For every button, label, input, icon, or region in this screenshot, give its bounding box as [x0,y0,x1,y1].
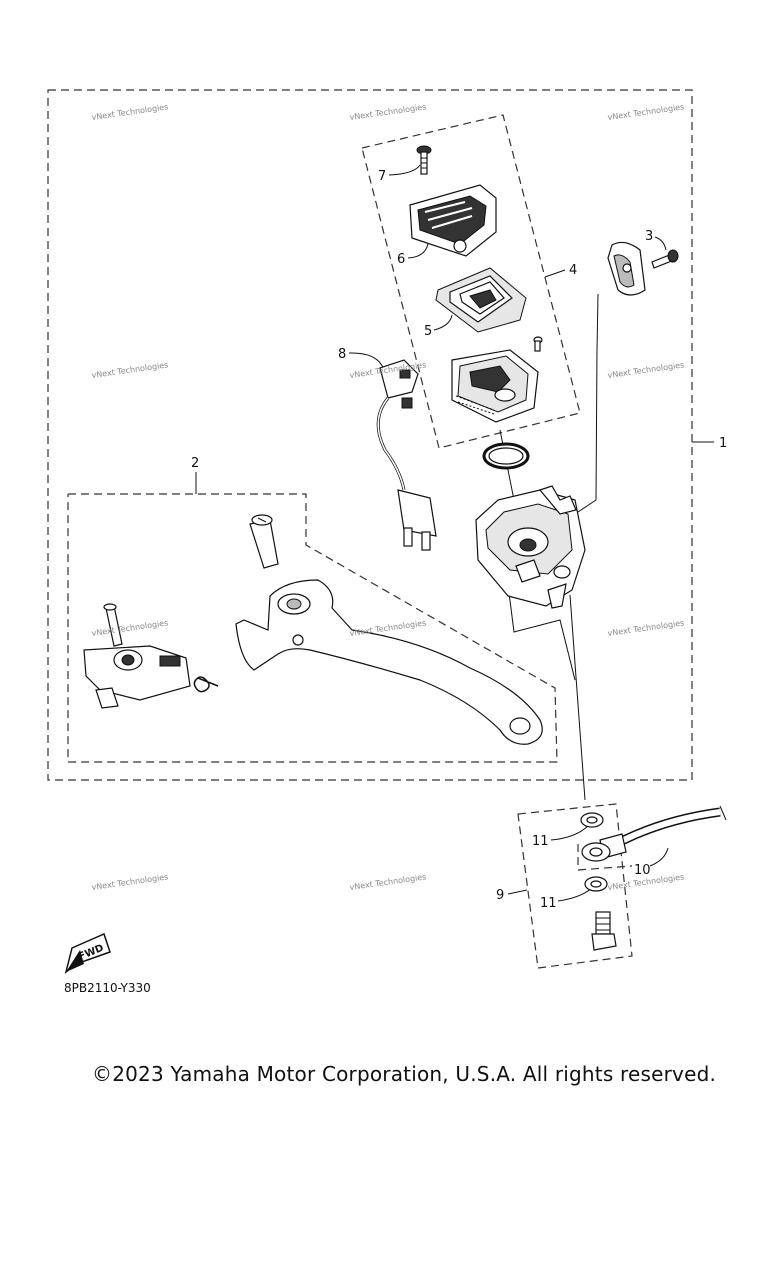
callout-4: 4 [569,263,577,278]
callout-11-lower: 11 [540,896,557,911]
union-bolt-icon [591,911,617,951]
assembly-1-boundary [47,89,693,781]
watermark-text: vNext Technologies [91,872,169,892]
copyright-notice: ©2023 Yamaha Motor Corporation, U.S.A. A… [92,1062,717,1086]
spring-icon [193,676,219,693]
callout-9: 9 [496,888,504,903]
brake-lever-icon [235,579,543,745]
reservoir-body-icon [451,349,539,423]
callout-3: 3 [645,229,653,244]
fwd-arrow-icon: FWD [64,932,111,974]
diaphragm-5-icon [435,267,527,333]
callout-10: 10 [634,863,651,878]
watermark-text: vNext Technologies [91,618,169,638]
callout-7: 7 [378,169,386,184]
callout-1: 1 [719,436,727,451]
callout-5: 5 [424,324,432,339]
leader-4 [544,269,566,278]
leader-11b [557,887,593,902]
lever-adjuster-icon [83,603,191,709]
watermark-text: vNext Technologies [91,102,169,122]
connector-body-to-bolt [569,594,586,801]
assembly-9-boundary [517,803,633,969]
brake-switch-8-icon [376,359,437,551]
reservoir-screw-icon [533,336,543,352]
screw-7-icon [416,145,432,175]
hose-box-edge [577,844,633,871]
callout-11-upper: 11 [532,834,549,849]
leader-10 [649,847,669,867]
bolt-3-icon [651,249,679,269]
brake-hose-10-icon [581,805,727,862]
lever-pivot-bolt-icon [249,514,279,569]
clamp-holder-icon [607,241,646,296]
watermark-text: vNext Technologies [91,360,169,380]
leader-11a [550,825,589,841]
leader-5 [433,314,453,331]
assembly-2-boundary [67,493,558,763]
watermark-text: vNext Technologies [607,102,685,122]
connector-body-to-lever [507,584,576,681]
leader-3 [654,236,667,251]
watermark-text: vNext Technologies [607,618,685,638]
leader-9 [507,889,528,895]
watermark-text: vNext Technologies [349,872,427,892]
reservoir-cap-6-icon [409,184,497,257]
watermark-text: vNext Technologies [349,618,427,638]
washer-11-upper-icon [580,812,604,828]
leader-6 [407,243,429,259]
callout-2: 2 [191,456,199,471]
watermark-text: vNext Technologies [349,102,427,122]
leader-7 [388,164,421,176]
callout-8: 8 [338,347,346,362]
master-cylinder-body-icon [475,485,586,609]
diagram-code: 8PB2110-Y330 [64,981,151,995]
watermark-text: vNext Technologies [607,360,685,380]
callout-6: 6 [397,252,405,267]
connector-holder-to-body [577,293,599,513]
washer-11-lower-icon [584,876,608,892]
assembly-4-boundary [361,114,581,449]
o-ring-inner [488,447,524,465]
